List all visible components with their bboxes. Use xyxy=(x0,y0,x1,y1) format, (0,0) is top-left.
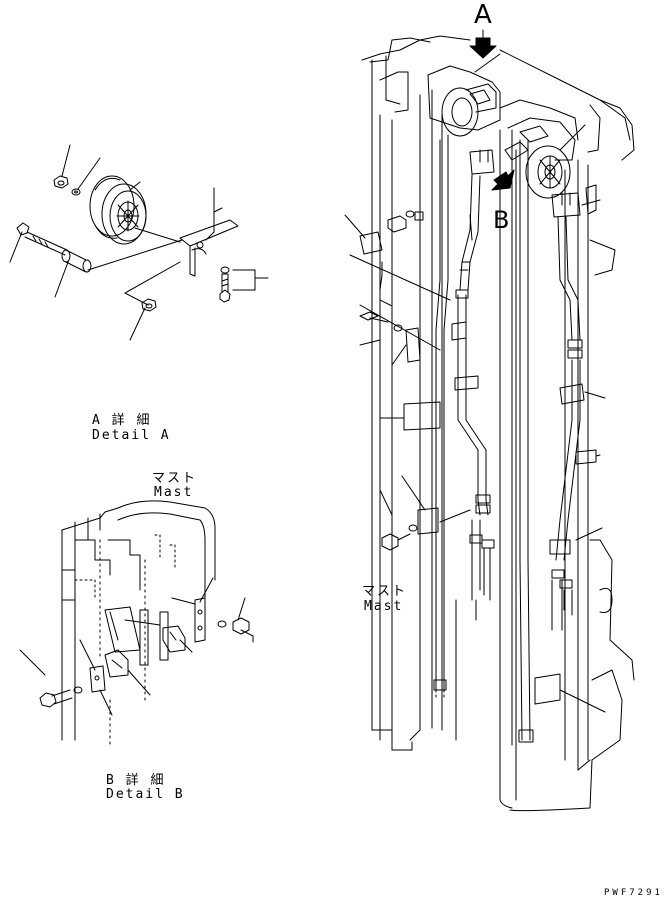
nut-icon xyxy=(141,298,157,312)
mast-label-jp-detail-b: マスト xyxy=(152,471,198,486)
nut-icon xyxy=(53,175,69,189)
mast-label-en-detail-b: Mast xyxy=(154,485,194,500)
detail-b-label-en: Detail B xyxy=(106,787,185,802)
bolt-icon xyxy=(16,222,68,256)
drawing-code: PWF7291 xyxy=(604,888,663,898)
mast-label-jp-main: マスト xyxy=(362,584,408,599)
spacer-icon xyxy=(61,249,92,273)
bracket-icon xyxy=(179,207,239,277)
washer-icon xyxy=(71,188,81,196)
view-letter-b: B xyxy=(493,206,510,234)
detail-a-label-jp: A 詳 細 xyxy=(92,413,152,428)
mast-assembly-drawing xyxy=(344,29,635,812)
view-letter-a: A xyxy=(474,0,492,30)
bolt-icon xyxy=(219,273,231,303)
pulley-icon xyxy=(89,175,147,245)
view-arrow-b-icon xyxy=(491,169,515,191)
detail-b-drawing xyxy=(19,500,254,746)
view-arrow-a-icon xyxy=(469,37,497,59)
detail-a-drawing xyxy=(9,144,269,341)
mast-label-en-main: Mast xyxy=(364,599,404,614)
detail-a-label-en: Detail A xyxy=(92,428,171,443)
detail-b-label-jp: B 詳 細 xyxy=(106,773,166,788)
